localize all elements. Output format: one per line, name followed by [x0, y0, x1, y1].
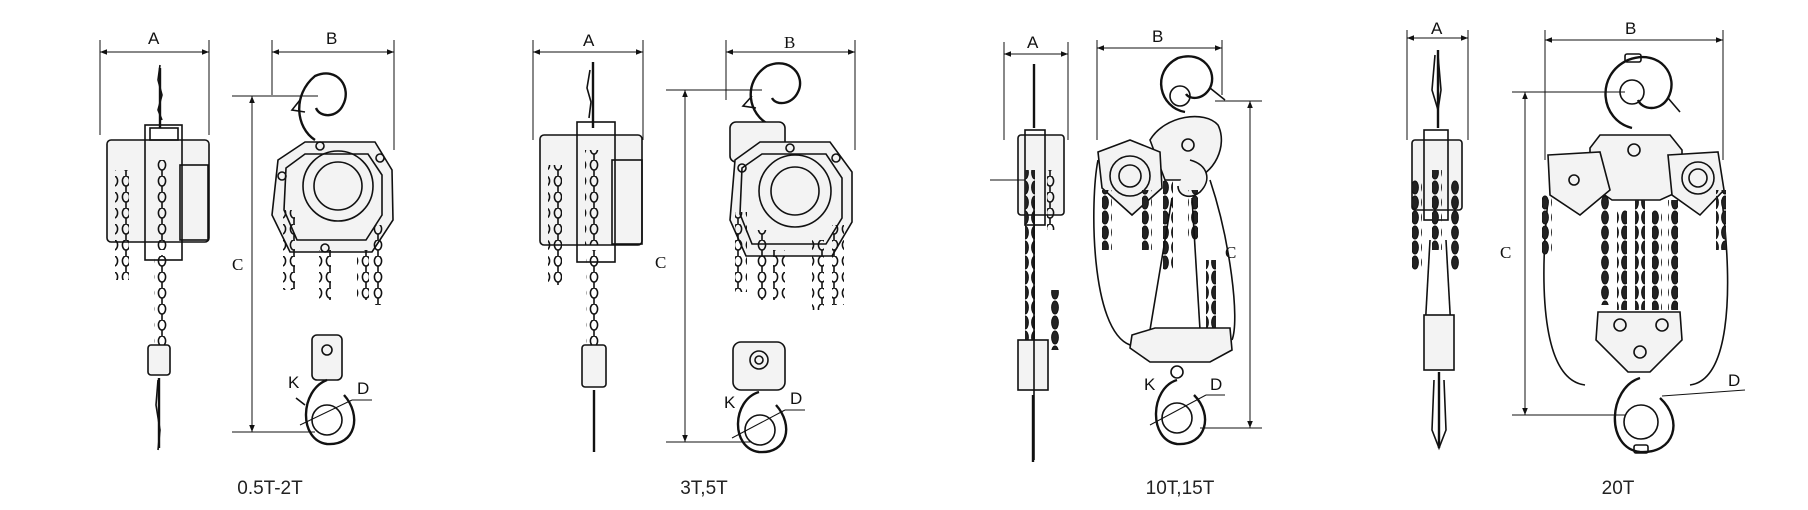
caption-20t: 20T — [1601, 478, 1635, 499]
front-view-3: B K D — [1093, 27, 1262, 446]
label-b: B — [326, 29, 337, 48]
caption-3t-5t: 3T,5T — [680, 478, 728, 499]
side-view-4 — [1411, 50, 1463, 451]
label-c: C — [232, 255, 243, 274]
dimension-a-3: A — [1003, 33, 1069, 140]
caption-0-5t-2t: 0.5T-2T — [237, 478, 303, 499]
model-10t-15t: A B — [990, 27, 1262, 462]
label-c: C — [655, 253, 666, 272]
dimension-a-2: A — [532, 31, 644, 140]
label-d: D — [1728, 371, 1740, 390]
label-k: K — [288, 373, 300, 392]
label-b: B — [784, 33, 795, 52]
model-20t: A B — [1406, 19, 1746, 454]
side-view-2 — [539, 62, 643, 452]
label-d: D — [790, 389, 802, 408]
label-b: B — [1152, 27, 1163, 46]
label-b: B — [1625, 19, 1636, 38]
model-3t-5t: A B — [532, 31, 856, 454]
label-k: K — [1144, 375, 1156, 394]
dimension-a-4: A — [1406, 19, 1469, 140]
label-k: K — [724, 393, 736, 412]
label-d: D — [1210, 375, 1222, 394]
side-view-1 — [106, 64, 210, 451]
label-a: A — [148, 29, 160, 48]
label-c: C — [1225, 243, 1236, 262]
caption-10t-15t: 10T,15T — [1145, 478, 1215, 499]
label-a: A — [1027, 33, 1039, 52]
label-a: A — [1431, 19, 1443, 38]
front-view-2: B K D C — [655, 33, 856, 454]
side-view-3 — [990, 64, 1065, 462]
dimension-a-1: A — [99, 29, 210, 135]
front-view-1: B K D — [232, 29, 395, 446]
label-c: C — [1500, 243, 1511, 262]
label-d: D — [357, 379, 369, 398]
label-a: A — [583, 31, 595, 50]
model-0-5t-2t: A B — [99, 29, 395, 451]
front-view-4: B — [1500, 19, 1746, 454]
